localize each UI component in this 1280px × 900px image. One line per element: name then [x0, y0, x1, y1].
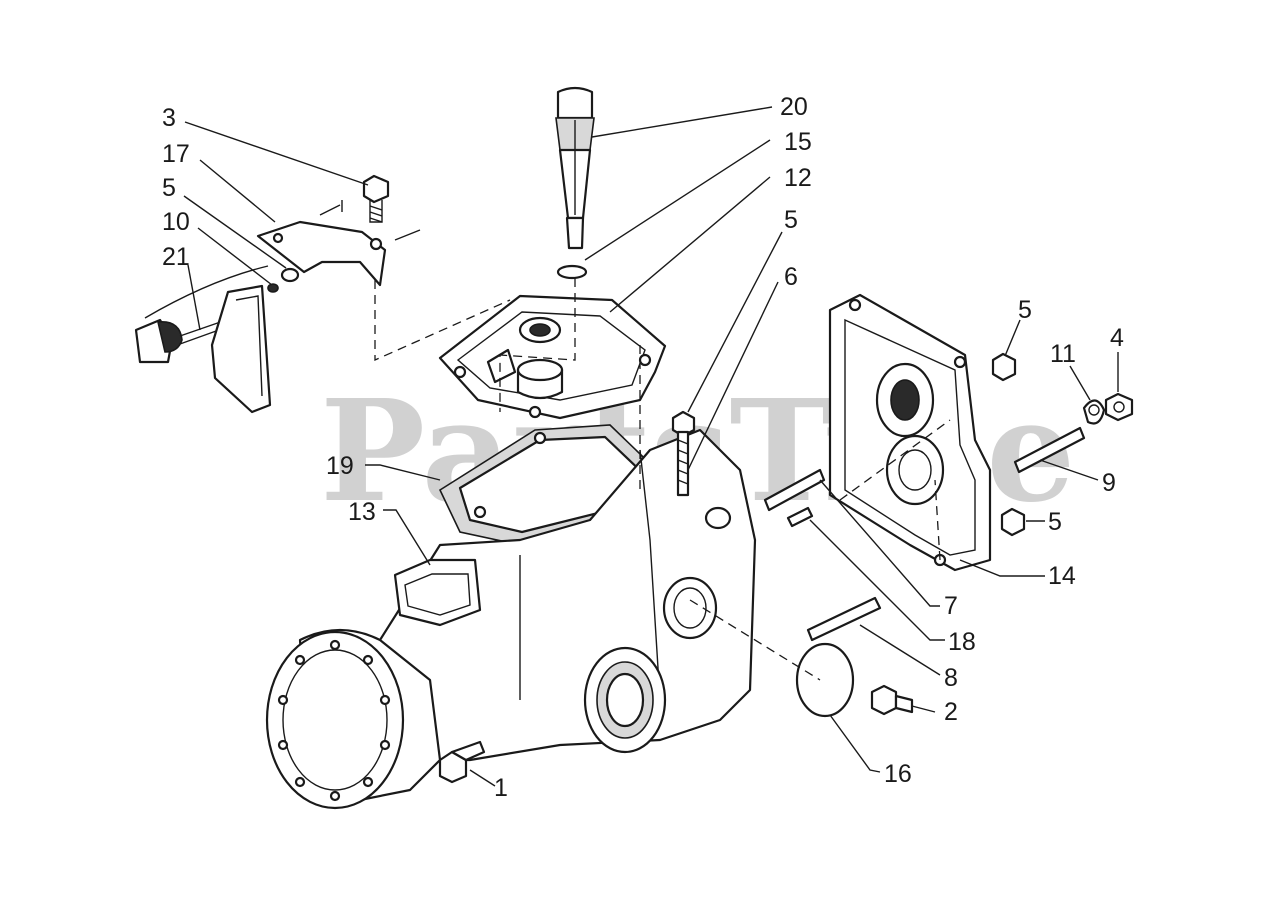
callout-1: 1 — [494, 774, 508, 802]
callout-16: 16 — [884, 760, 912, 788]
callout-12: 12 — [784, 164, 812, 192]
part-10-washer — [267, 267, 300, 293]
part-1-bolt — [438, 740, 486, 784]
part-3-bolt — [362, 174, 390, 223]
part-20-shift-lever — [555, 86, 595, 250]
callout-4: 4 — [1110, 324, 1124, 352]
part-5-nut-side-bottom — [1000, 507, 1026, 537]
callout-20: 20 — [780, 93, 808, 121]
part-4-nut — [1104, 392, 1134, 422]
part-5-nut-side-top — [991, 352, 1017, 382]
part-2-bolt — [870, 684, 914, 716]
callout-18: 18 — [948, 628, 976, 656]
assembly-guide-lines — [374, 278, 951, 681]
part-9-stud — [1013, 426, 1086, 474]
part-11-lock-washer — [1082, 399, 1106, 425]
callout-15: 15 — [784, 128, 812, 156]
callout-17: 17 — [162, 140, 190, 168]
callout-8: 8 — [944, 664, 958, 692]
part-16-cover-plate — [795, 642, 855, 718]
callout-10: 10 — [162, 208, 190, 236]
callout-6: 6 — [784, 263, 798, 291]
part-14-side-cover — [828, 293, 992, 572]
part-7-stud — [763, 468, 826, 512]
part-21-cable-assembly — [134, 265, 272, 414]
callout-9: 9 — [1102, 469, 1116, 497]
callout-3: 3 — [162, 104, 176, 132]
callout-2: 2 — [944, 698, 958, 726]
callout-21: 21 — [162, 243, 190, 271]
part-13-transmission-housing — [265, 428, 757, 810]
callout-7: 7 — [944, 592, 958, 620]
part-5-nut-cover — [671, 410, 696, 438]
callout-5: 5 — [162, 174, 176, 202]
part-12-shift-cover — [438, 294, 667, 420]
callout-5: 5 — [784, 206, 798, 234]
part-15-circlip — [556, 264, 588, 280]
callout-5: 5 — [1018, 296, 1032, 324]
callout-11: 11 — [1050, 340, 1076, 368]
callout-labels: 20 15 12 5 6 3 17 5 10 21 5 11 4 9 5 14 … — [162, 93, 1124, 802]
part-8-stud — [806, 596, 882, 642]
part-18-dowel-pin — [786, 506, 814, 528]
part-6-stud — [676, 430, 690, 497]
callout-19: 19 — [326, 452, 354, 480]
callout-5: 5 — [1048, 508, 1062, 536]
callout-14: 14 — [1048, 562, 1076, 590]
part-17-bracket — [256, 200, 421, 287]
leader-lines — [183, 106, 1119, 787]
callout-13: 13 — [348, 498, 376, 526]
